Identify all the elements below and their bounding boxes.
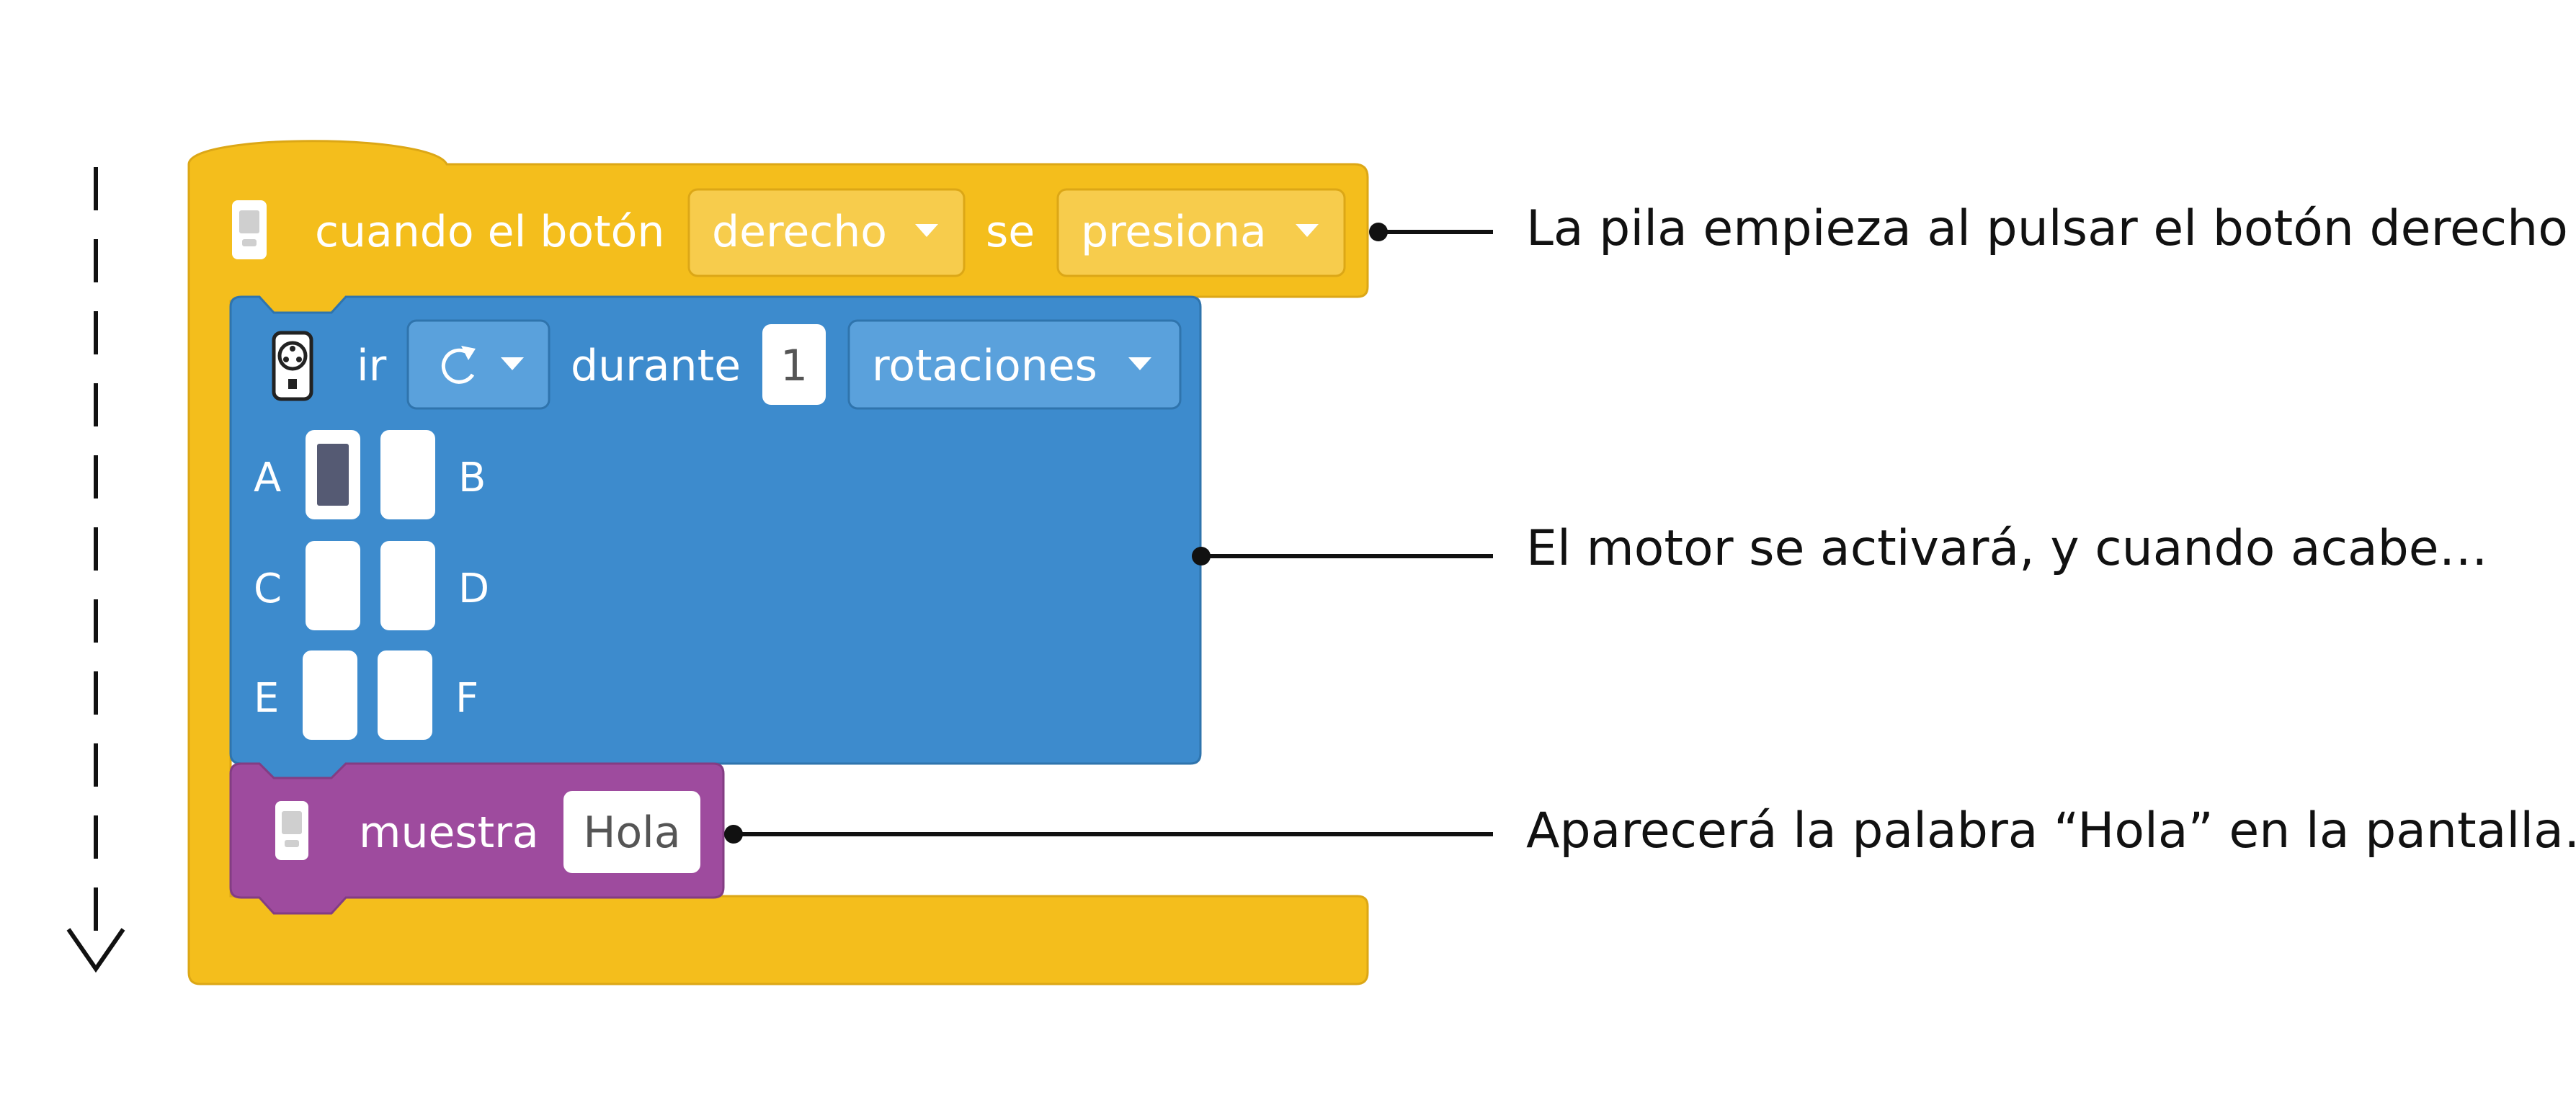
port-toggle-d[interactable] [380, 541, 435, 630]
annotation-1-text: La pila empieza al pulsar el botón derec… [1526, 200, 2568, 257]
motor-icon [272, 331, 313, 401]
hub-icon [275, 801, 308, 860]
port-toggle-c[interactable] [306, 541, 360, 630]
port-label-d: D [458, 565, 489, 612]
annotation-3: Aparecerá la palabra “Hola” en la pantal… [724, 802, 2576, 859]
annotation-1: La pila empieza al pulsar el botón derec… [1369, 200, 2568, 257]
hat-label-se: se [986, 207, 1035, 257]
port-label-f: F [455, 675, 478, 722]
port-label-c: C [254, 565, 282, 612]
port-label-a: A [254, 455, 281, 501]
motor-label-during: durante [571, 341, 741, 391]
display-label-show: muestra [359, 808, 539, 858]
annotation-2-text: El motor se activará, y cuando acabe… [1526, 520, 2488, 577]
flow-direction-arrow [66, 167, 125, 973]
port-selector: A B C D E F [254, 430, 489, 740]
chevron-down-icon [1128, 357, 1151, 370]
button-dropdown[interactable]: derecho [687, 188, 966, 277]
port-toggle-e[interactable] [303, 650, 357, 740]
display-block[interactable]: muestra Hola [229, 762, 725, 915]
hat-label-when: cuando el botón [315, 207, 664, 257]
chevron-down-icon [501, 357, 524, 370]
hat-block[interactable]: cuando el botón derecho se presiona [187, 140, 1369, 985]
display-text-value: Hola [583, 808, 680, 858]
amount-input[interactable]: 1 [762, 324, 826, 405]
motor-block-body [229, 295, 1202, 779]
port-selected-mark [317, 444, 349, 506]
motor-block[interactable]: ir durante 1 rotaciones A B [229, 295, 1202, 779]
chevron-down-icon [1296, 224, 1319, 237]
unit-dropdown-value: rotaciones [872, 341, 1097, 391]
action-dropdown-value: presiona [1081, 207, 1267, 257]
motor-label-go: ir [357, 341, 387, 391]
action-dropdown[interactable]: presiona [1056, 188, 1346, 277]
unit-dropdown[interactable]: rotaciones [847, 319, 1182, 410]
amount-value: 1 [780, 341, 808, 391]
hub-icon [232, 200, 267, 259]
port-toggle-f[interactable] [378, 650, 432, 740]
port-label-b: B [458, 455, 486, 501]
button-dropdown-value: derecho [712, 207, 887, 257]
direction-dropdown[interactable] [406, 319, 551, 410]
chevron-down-icon [915, 224, 938, 237]
port-label-e: E [254, 675, 279, 722]
clockwise-icon [441, 346, 476, 384]
annotation-2: El motor se activará, y cuando acabe… [1192, 520, 2488, 577]
port-toggle-b[interactable] [380, 430, 435, 519]
annotation-3-text: Aparecerá la palabra “Hola” en la pantal… [1526, 802, 2576, 859]
display-text-input[interactable]: Hola [563, 791, 700, 873]
